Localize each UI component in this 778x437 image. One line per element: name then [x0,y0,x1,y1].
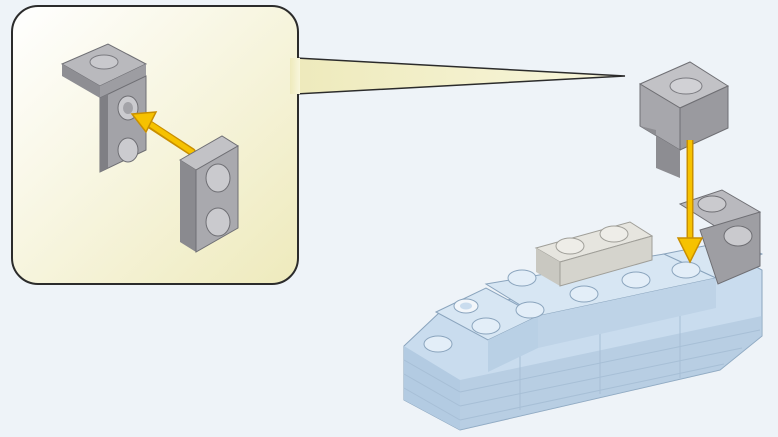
callout-bracket-piece [60,43,148,173]
bracket-piece-icon [638,61,730,178]
placement-arrow-icon [130,111,196,156]
gray-side-plate [678,189,762,285]
placement-arrow-down-icon [676,140,704,264]
light-gray-plate [534,221,654,287]
side-stud-bottom [117,137,139,163]
boat-hull-icon [403,239,764,431]
callout-pointer [295,57,626,95]
callout-box [11,5,299,285]
callout-plate-piece [179,135,239,253]
